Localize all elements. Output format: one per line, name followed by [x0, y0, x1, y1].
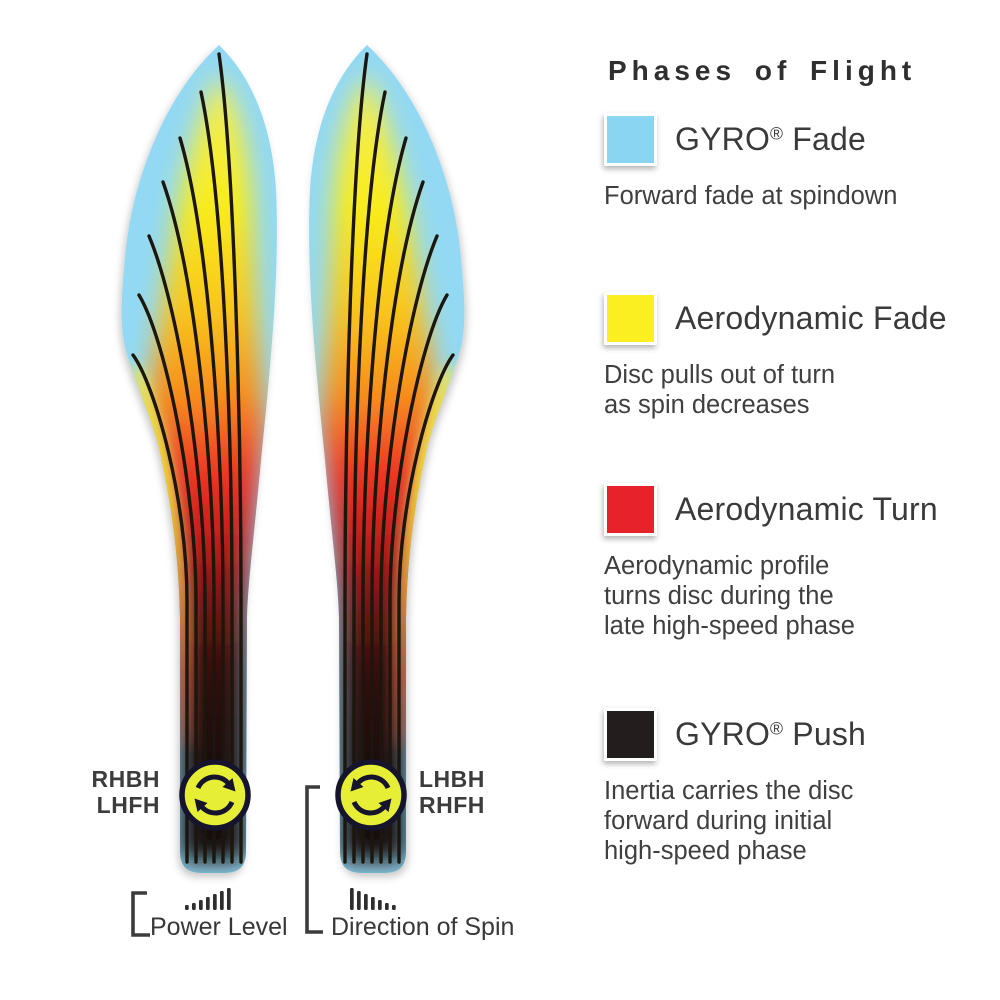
power-level-label: Power Level: [150, 913, 288, 941]
legend-entry-description: Inertia carries the disc forward during …: [604, 777, 854, 865]
counterclockwise-arrows-icon: [338, 762, 404, 828]
left-disc-throw-types-label: RHBH LHFH: [91, 766, 160, 818]
legend-entry-aerodynamic-turn: Aerodynamic Turn Aerodynamic profile tur…: [604, 483, 1000, 641]
direction-of-spin-bars-icon: [350, 888, 396, 910]
legend-entry-label: Aerodynamic Turn: [675, 491, 938, 527]
legend-entry-gyro-push: GYRO® Push Inertia carries the disc forw…: [604, 708, 1000, 866]
legend-entry-description: Disc pulls out of turn as spin decreases: [604, 361, 836, 419]
legend-entry-description: Forward fade at spindown: [604, 182, 898, 210]
right-flight-path-fan: [309, 45, 464, 873]
clockwise-arrows-icon: [182, 762, 248, 828]
legend-entry-aerodynamic-fade: Aerodynamic Fade Disc pulls out of turn …: [604, 292, 1000, 420]
direction-of-spin-bracket: [305, 785, 323, 934]
legend-entry-gyro-fade: GYRO® Fade Forward fade at spindown: [604, 113, 1000, 211]
legend-entry-label: GYRO® Fade: [675, 121, 867, 157]
registered-trademark-symbol: ®: [770, 123, 784, 144]
legend-entry-label: Aerodynamic Fade: [675, 300, 947, 336]
gyro-fade-swatch: [604, 113, 657, 166]
legend-title: Phases of Flight: [608, 55, 917, 86]
left-flight-path-fan: [122, 45, 277, 873]
legend-entry-label: GYRO® Push: [675, 716, 867, 752]
gyro-push-swatch: [604, 708, 657, 761]
direction-of-spin-label: Direction of Spin: [331, 913, 515, 941]
right-disc-throw-types-label: LHBH RHFH: [419, 766, 485, 818]
power-level-bracket: [131, 891, 150, 937]
registered-trademark-symbol: ®: [770, 718, 784, 739]
power-level-bars-icon: [185, 888, 231, 910]
aerodynamic-turn-swatch: [604, 483, 657, 536]
aerodynamic-fade-swatch: [604, 292, 657, 345]
legend-entry-description: Aerodynamic profile turns disc during th…: [604, 552, 855, 640]
